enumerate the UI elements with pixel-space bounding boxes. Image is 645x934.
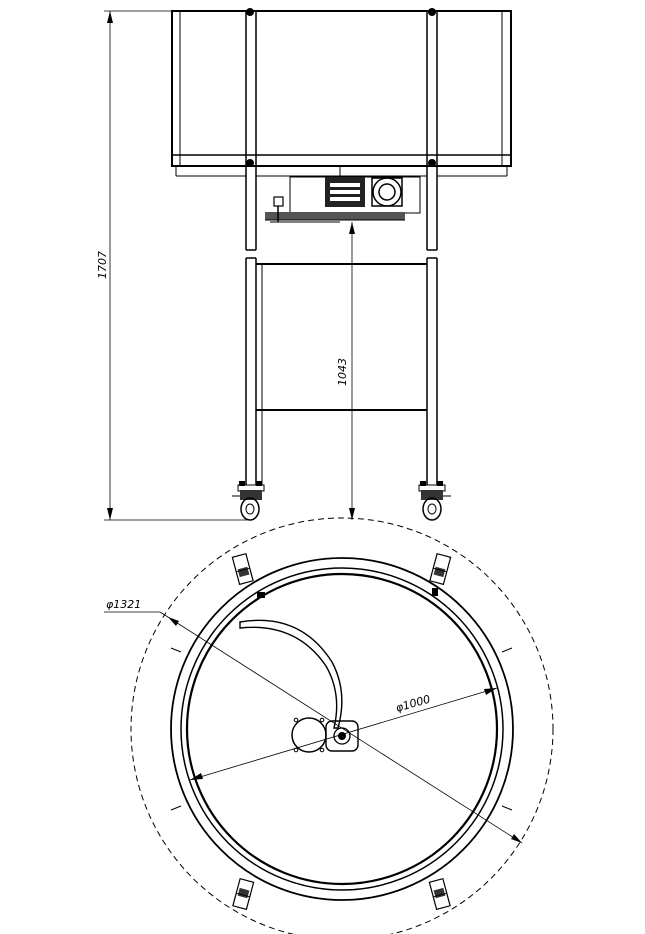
side-view: 1707 bbox=[96, 8, 512, 521]
footprint-circle bbox=[130, 517, 554, 934]
bowl-ring bbox=[185, 572, 499, 886]
frame-legs bbox=[245, 166, 438, 485]
caster-top-right bbox=[429, 552, 452, 586]
frame-ring-middle bbox=[180, 567, 504, 891]
dim-label-outer-diameter: φ1321 bbox=[106, 598, 141, 611]
dim-label-bowl-diameter: φ1000 bbox=[394, 693, 431, 715]
dimension-total-height: 1707 bbox=[96, 10, 250, 521]
dimension-outer-diameter: φ1321 bbox=[104, 598, 523, 844]
dimension-bowl-diameter: φ1000 bbox=[189, 687, 498, 781]
frame-bolts bbox=[246, 8, 436, 167]
caster-left bbox=[232, 481, 265, 521]
dimension-bowl-height: 1043 bbox=[336, 222, 355, 520]
motor-assembly bbox=[265, 166, 421, 223]
frame-ring-outer bbox=[170, 557, 514, 901]
dim-label-bowl-height: 1043 bbox=[336, 358, 349, 386]
top-view: φ1000 φ1321 bbox=[104, 517, 554, 934]
mixer-blade bbox=[239, 619, 343, 729]
drive-hub bbox=[325, 720, 359, 752]
motor-flange bbox=[291, 717, 327, 753]
top-enclosure bbox=[171, 10, 512, 177]
dim-label-total-height: 1707 bbox=[96, 251, 109, 279]
caster-bottom-right bbox=[428, 877, 451, 911]
caster-bottom-left bbox=[232, 877, 255, 911]
caster-top-left bbox=[231, 552, 254, 586]
caster-right bbox=[418, 481, 451, 521]
